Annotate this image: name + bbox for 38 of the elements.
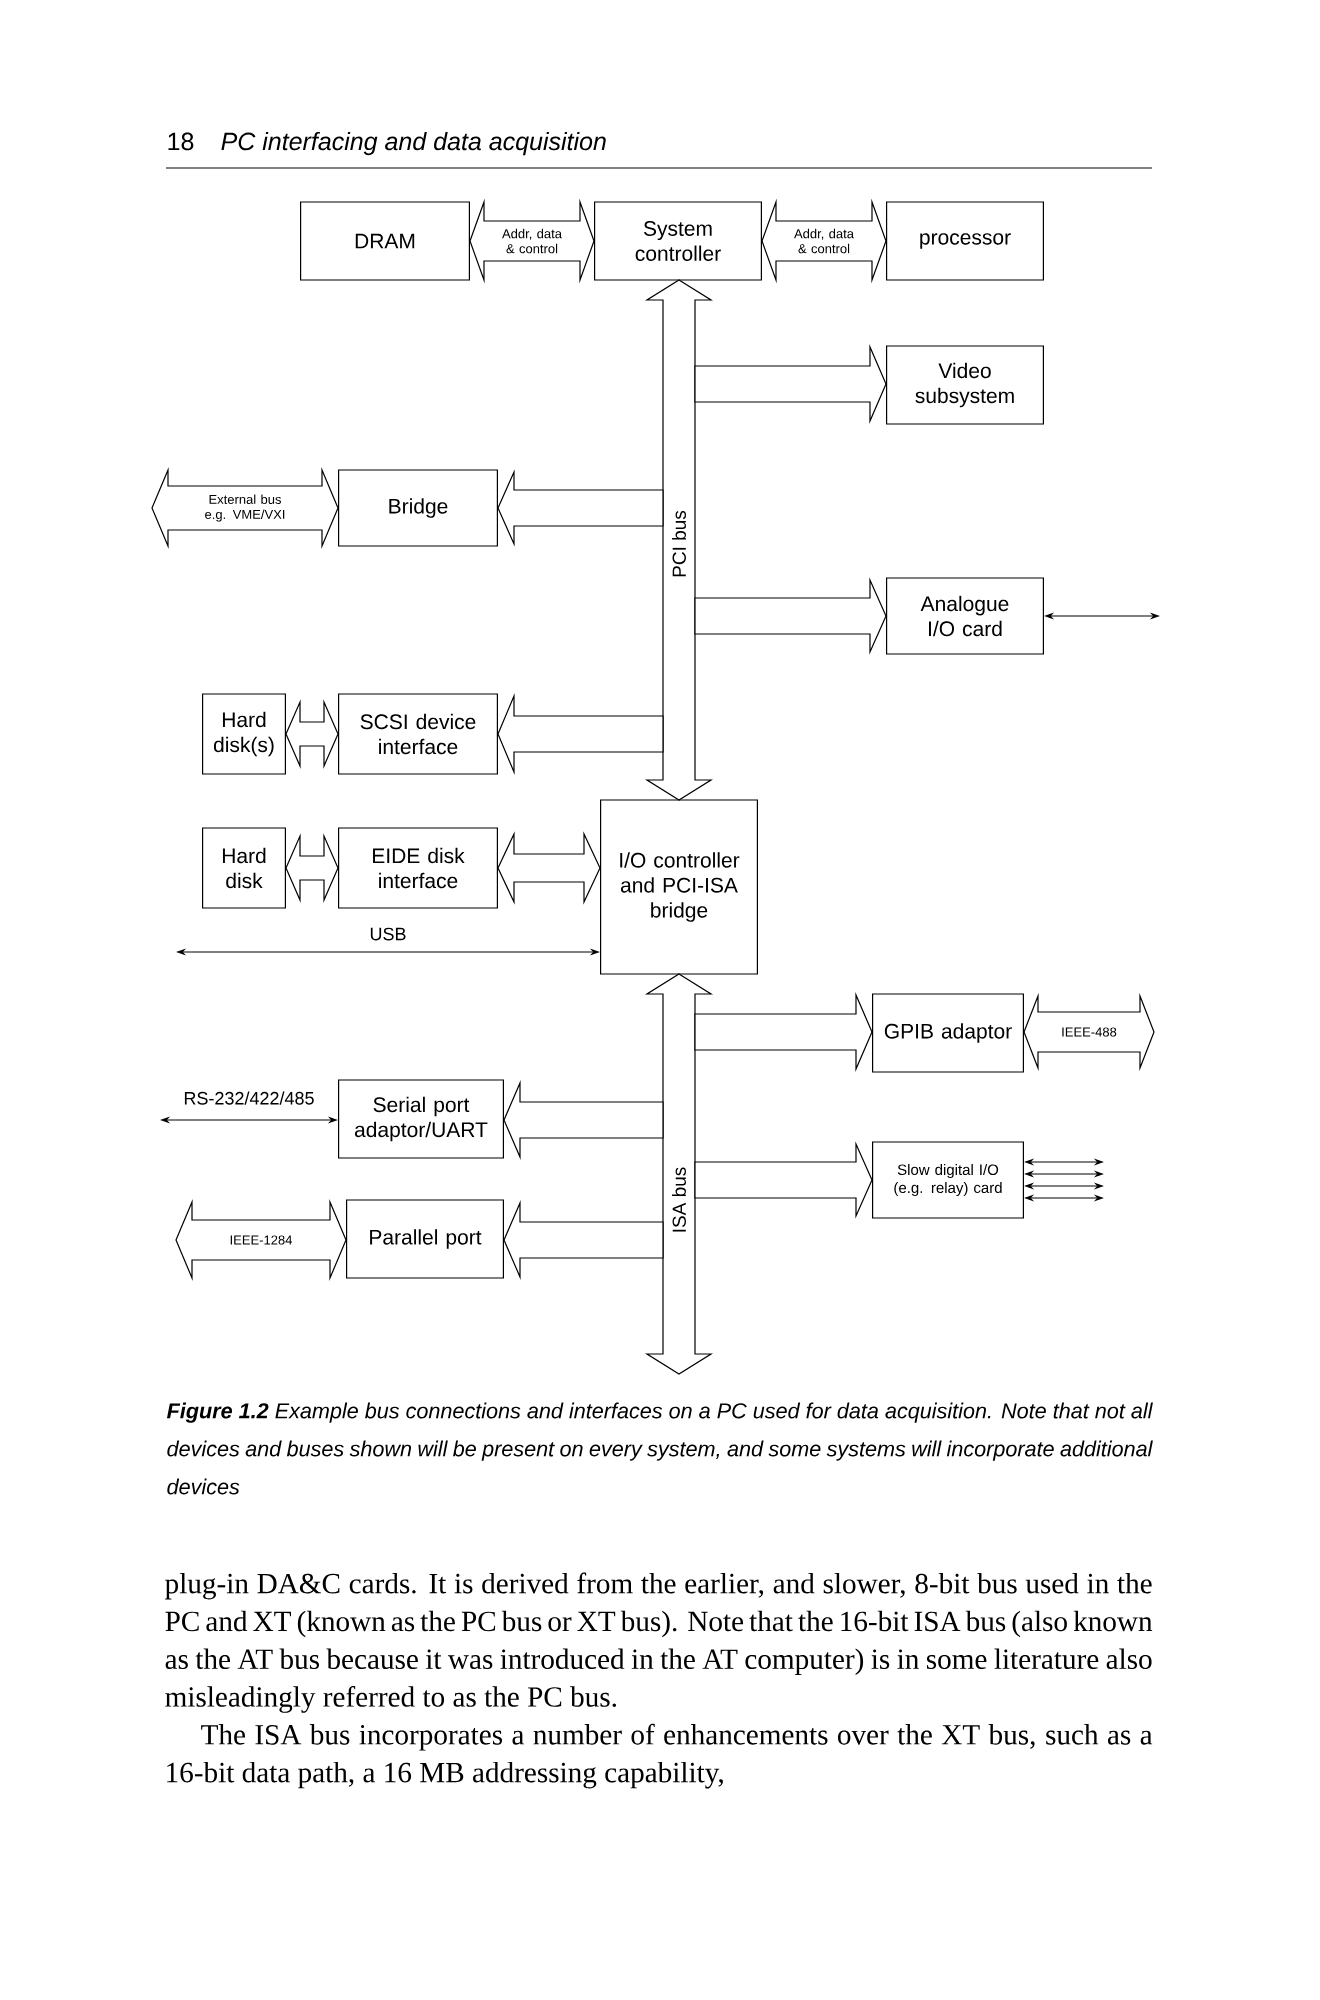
bus-branch (497, 693, 664, 775)
double-arrow (285, 699, 339, 769)
bus-arrow (644, 973, 714, 1375)
bus-arrow (644, 279, 714, 801)
block-box: DRAM (300, 201, 470, 281)
block-box: Parallel port (346, 1199, 504, 1279)
bus-branch (694, 992, 873, 1072)
figure-caption: Figure 1.2 Example bus connections and interfaces on a PC used for data acquisition. Note that not all devices and buses shown will be present on every system, and some systems will incorporate additional devices (167, 1402, 1153, 1495)
block-box: I/O controller and PCI-ISA bridge (600, 799, 758, 975)
bus-label: ISA bus (672, 1167, 686, 1232)
double-arrow (285, 833, 339, 903)
block-box: GPIB adaptor (872, 993, 1024, 1073)
body-text: plug-in DA&C cards. It is derived from the earlier, and slower, 8-bit bus used in the PC and XT (known as the PC bus or XT bus). Note that the 16-bit ISA bus (also known as the AT bus because it was introduced in the AT computer) is in some literature also misleadingly referred to as the PC bus. (165, 1572, 1153, 1713)
bus-branch (503, 1200, 664, 1280)
bus-label: PCI bus (672, 510, 686, 577)
body-text: The ISA bus incorporates a number of enhancements over the XT bus, such as a 16-bit data path, a 16 MB addressing capability, (167, 1723, 1153, 1789)
running-head: PC interfacing and data acquisition (221, 131, 606, 156)
block-box: Serial port adaptor/UART (338, 1079, 504, 1159)
block-box: Hard disk(s) (202, 693, 286, 775)
block-box: Video subsystem (886, 345, 1044, 425)
double-arrow (497, 831, 601, 905)
bus-branch (694, 1141, 873, 1219)
block-box: Analogue I/O card (886, 577, 1044, 655)
bus-branch (503, 1080, 664, 1160)
block-box: Bridge (338, 469, 498, 547)
bus-branch (694, 577, 887, 655)
bus-branch (694, 344, 887, 424)
block-box: Hard disk (202, 827, 286, 909)
double-arrow (175, 1199, 347, 1281)
edge-label: USB (370, 927, 406, 941)
block-box: processor (886, 201, 1044, 281)
page-number: 18 (168, 132, 194, 151)
block-box: System controller (594, 201, 762, 281)
bus-branch (497, 469, 664, 547)
block-box: SCSI device interface (338, 693, 498, 775)
edge-label: RS-232/422/485 (184, 1091, 314, 1105)
double-arrow (1023, 992, 1155, 1072)
block-box: EIDE disk interface (338, 827, 498, 909)
